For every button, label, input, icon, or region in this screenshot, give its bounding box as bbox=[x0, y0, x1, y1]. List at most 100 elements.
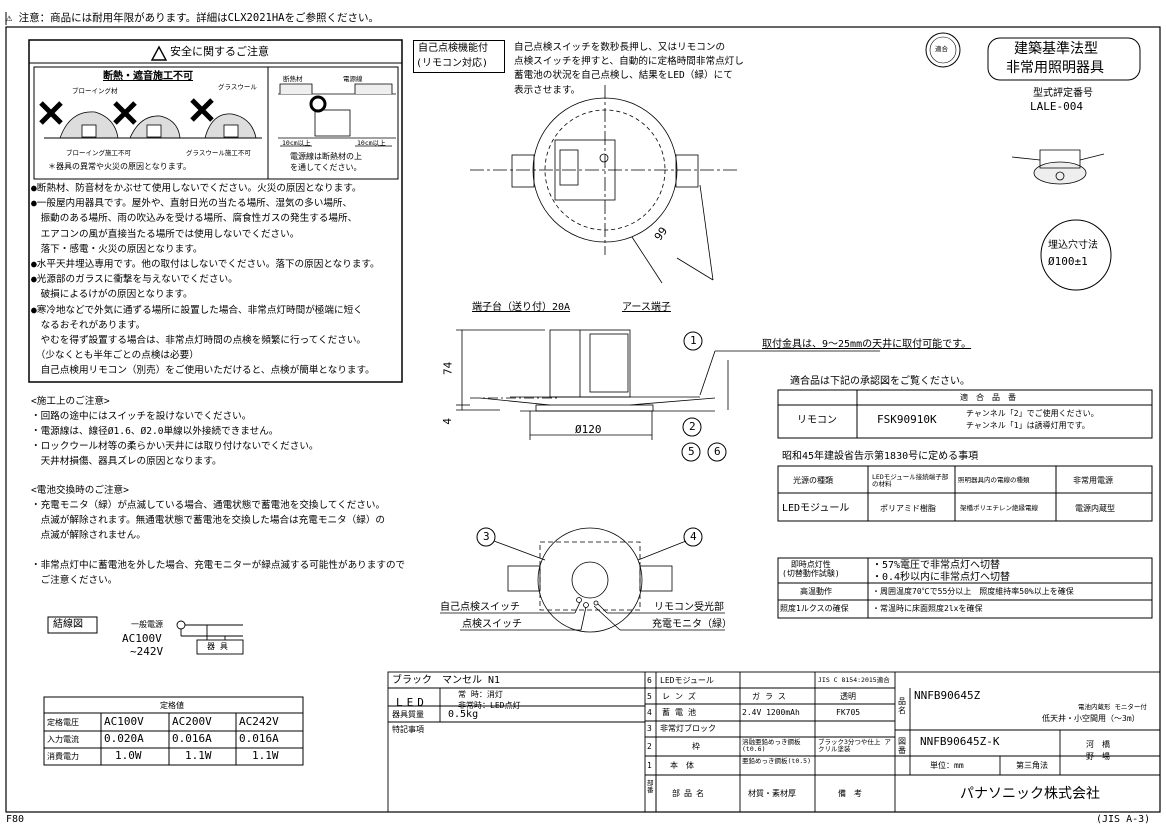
safety-notes: ●断熱材、防音材をかぶせて使用しないでください。火災の原因となります。 ●一般屋… bbox=[31, 181, 380, 379]
foot-material: 材質・素材厚 bbox=[748, 789, 796, 798]
sign-2: 野 場 bbox=[1086, 752, 1110, 761]
rating-cell: 1.1W bbox=[185, 749, 212, 762]
safety-line: （少なくとも半年ごとの点検は必要） bbox=[31, 350, 199, 362]
callout-earth: アース端子 bbox=[622, 302, 671, 313]
remote-note-2: チャンネル「1」は誘導灯用です。 bbox=[966, 421, 1090, 430]
name-label: 品名 bbox=[898, 697, 906, 716]
cable-note-2: を通してください。 bbox=[290, 163, 362, 172]
self-check-tag-1: 自己点検機能付 bbox=[418, 43, 488, 54]
rating-cell: AC200V bbox=[172, 715, 212, 728]
callout-num-5: 5 bbox=[688, 445, 695, 458]
rating-cell: 0.016A bbox=[172, 732, 212, 745]
rating-cell: 消費電力 bbox=[47, 752, 79, 761]
part-material: ガラス bbox=[752, 692, 791, 701]
self-check-line: 表示させます。 bbox=[514, 84, 581, 96]
construction-notes: <施工上のご注意> ・回路の途中にはスイッチを設けないでください。 ・電源線は、… bbox=[31, 394, 319, 469]
remote-note-1: チャンネル「2」でご使用ください。 bbox=[966, 409, 1099, 418]
remote-header: 適 合 品 番 bbox=[960, 393, 1016, 402]
self-check-tag-2: (リモコン対応) bbox=[416, 58, 489, 69]
part-no: 6 bbox=[647, 676, 652, 685]
safety-line: ●光源部のガラスに衝撃を与えないでください。 bbox=[31, 274, 238, 286]
unit: 単位：mm bbox=[930, 761, 964, 770]
insulation-label: 断熱材 bbox=[283, 75, 303, 83]
blowing-label: ブローイング材 bbox=[72, 87, 118, 95]
rating-cell: 1.1W bbox=[252, 749, 279, 762]
jis-note: JIS C 8154:2015適合 bbox=[818, 676, 890, 684]
construction-line: 天井材損傷、器具ズレの原因となります。 bbox=[31, 456, 222, 467]
safety-line: 振動のある場所、雨の吹込みを受ける場所、腐食性ガスの発生する場所、 bbox=[31, 213, 358, 225]
drawing-no: NNFB90645Z-K bbox=[920, 735, 1000, 748]
dim-right: 10cm以上 bbox=[357, 139, 386, 147]
safety-line: ●水平天井埋込専用です。他の取付はしないでください。落下の原因となります。 bbox=[31, 259, 380, 271]
part-no: 4 bbox=[647, 708, 652, 717]
safety-line: エアコンの風が直接当たる場所では使用しないでください。 bbox=[31, 228, 300, 240]
part-remark: FK705 bbox=[836, 708, 861, 717]
safety-line: ●寒冷地などで外気に通ずる場所に設置した場合、非常点灯時間が極端に短く bbox=[31, 304, 363, 316]
safety-line: 破損によるけがの原因となります。 bbox=[31, 289, 193, 301]
remote-part: FSK90910K bbox=[877, 413, 937, 426]
perf-cell: 高温動作 bbox=[800, 587, 832, 596]
dim-120: Ø120 bbox=[575, 423, 602, 436]
wiring-fixture: 器 具 bbox=[207, 642, 228, 651]
construction-line: ・ロックウール材等の柔らかい天井には取り付けないでください。 bbox=[31, 441, 319, 452]
battery-line bbox=[31, 543, 405, 558]
part-name: LEDモジュール bbox=[660, 676, 714, 685]
heading-2: 非常用照明器具 bbox=[1006, 60, 1104, 76]
wiring-voltage-1: AC100V bbox=[122, 632, 162, 645]
cable-label: 電源線 bbox=[343, 75, 363, 83]
finish: ブラック マンセル N1 bbox=[392, 675, 501, 686]
safety-title: 安全に関するご注意 bbox=[170, 45, 269, 58]
foot-remarks: 備考 bbox=[838, 789, 870, 798]
callout-remote-rx: リモコン受光部 bbox=[654, 602, 724, 613]
approval-no: LALE-004 bbox=[1030, 100, 1083, 113]
notice-header: LEDモジュール接続端子部の材料 bbox=[872, 473, 949, 489]
perf-cell: ・周囲温度70℃で55分以上 照度維持率50%以上を確保 bbox=[872, 587, 1074, 596]
safety-line: 自己点検用リモコン（別売）をご使用いただけると、点検が簡単となります。 bbox=[31, 365, 375, 377]
part-no: 1 bbox=[647, 761, 652, 770]
part-no: 5 bbox=[647, 692, 652, 701]
led-label: LED bbox=[396, 696, 428, 709]
hole-label: 埋込穴寸法 bbox=[1048, 240, 1098, 251]
wiring-title: 結線図 bbox=[53, 619, 83, 630]
part-name: 非常灯ブロック bbox=[660, 724, 716, 733]
rating-cell: 定格電圧 bbox=[47, 718, 79, 727]
part-name: 蓄電池 bbox=[662, 708, 701, 717]
perf-cell: ・常温時に床面照度2lxを確保 bbox=[872, 604, 983, 613]
seal-text: 適合 bbox=[935, 45, 948, 53]
heading-1: 建築基準法型 bbox=[1014, 41, 1098, 57]
star-note: ＊器具の異常や火災の原因となります。 bbox=[48, 162, 191, 171]
led-emergency: 非常時：LED点灯 bbox=[458, 701, 521, 710]
part-no: 3 bbox=[647, 724, 652, 733]
glasswool-label: グラスウール bbox=[218, 83, 257, 91]
cable-note-1: 電源線は断熱材の上 bbox=[290, 152, 362, 161]
insulation-title: 断熱・遮音施工不可 bbox=[103, 71, 193, 82]
weight-value: 0.5kg bbox=[448, 709, 479, 720]
safety-line: なるおそれがあります。 bbox=[31, 319, 146, 331]
perf-cell: ・57%電圧で非常点灯へ切替 ・0.4秒以内に非常点灯へ切替 bbox=[872, 560, 1011, 583]
notice-value: ポリアミド樹脂 bbox=[880, 504, 936, 513]
construction-title: <施工上のご注意> bbox=[31, 396, 110, 407]
notice-header: 照明器具内の電線の種類 bbox=[958, 476, 1030, 484]
self-check-desc: 自己点検スイッチを数秒長押し、又はリモコンの 点検スイッチを押すと、自動的に定格… bbox=[514, 41, 744, 98]
product-desc-2: 低天井・小空間用（～3m） bbox=[1042, 714, 1140, 723]
callout-num-1: 1 bbox=[690, 334, 697, 347]
safety-line: ●断熱材、防音材をかぶせて使用しないでください。火災の原因となります。 bbox=[31, 183, 362, 194]
footer-left: F80 bbox=[6, 814, 25, 825]
callout-num-4: 4 bbox=[690, 530, 697, 543]
notice-title: 昭和45年建設省告示第1830号に定める事項 bbox=[782, 451, 979, 462]
sign-1: 河 橋 bbox=[1086, 740, 1110, 749]
battery-line: ご注意ください。 bbox=[31, 575, 118, 586]
self-check-tag bbox=[413, 40, 505, 73]
weight-label: 器具質量 bbox=[392, 710, 424, 719]
dim-74: 74 bbox=[441, 361, 455, 375]
callout-self-switch: 自己点検スイッチ bbox=[440, 602, 520, 613]
remote-intro: 適合品は下記の承認図をご覧ください。 bbox=[790, 376, 970, 387]
callout-charge-monitor: 充電モニタ（緑） bbox=[652, 619, 732, 630]
remote-label: リモコン bbox=[797, 415, 837, 426]
led-normal: 常 時：消灯 bbox=[458, 690, 503, 699]
part-name: 本体 bbox=[670, 761, 702, 770]
wiring-supply: 一般電源 bbox=[131, 620, 163, 629]
foot-part-name: 部品名 bbox=[672, 789, 708, 798]
safety-line: やむを得ず設置する場合は、非常点灯時間の点検を頻繁に行ってください。 bbox=[31, 335, 367, 347]
part-no: 2 bbox=[647, 742, 652, 751]
